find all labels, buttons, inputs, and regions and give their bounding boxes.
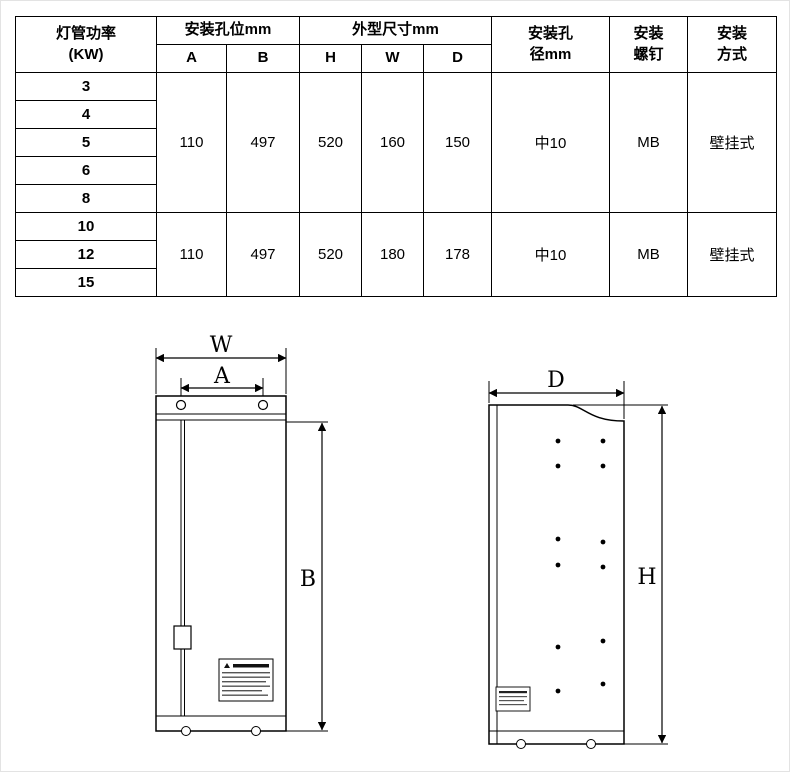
power-cell: 5 [15,128,157,157]
table-row: 3 110 497 520 160 150 中10 MB 壁挂式 [15,72,777,213]
warning-triangle-icon [224,663,230,668]
header-outer-dims: 外型尺寸mm [299,16,492,45]
power-cell: 4 [15,100,157,129]
dim-label-b: B [300,567,316,592]
power-cell: 12 [15,240,157,269]
value-cell-hole-dia: 中10 [491,72,610,213]
value-cell-method: 壁挂式 [687,212,777,297]
value-cell-a: 110 [156,72,227,213]
mount-hole-right [257,399,269,411]
dim-label-h: H [637,565,656,590]
header-col-a: A [156,44,227,73]
header-row-2: A B H W D [16,44,777,73]
header-col-b: B [226,44,300,73]
side-body-outline [488,404,625,745]
dim-label-d: D [547,369,565,393]
header-col-h: H [299,44,362,73]
side-base-cutout-right [586,739,596,749]
header-power-title: 灯管功率 [55,25,116,43]
power-cell: 8 [15,184,157,213]
value-cell-d: 150 [423,72,492,213]
power-cell: 10 [15,212,157,241]
table-row: 10 110 497 520 180 178 中10 MB 壁挂式 [15,212,777,297]
value-cell-screw: MB [609,72,688,213]
header-screw-line2: 螺钉 [633,45,664,63]
power-cell: 3 [15,72,157,101]
mount-hole-left [175,399,187,411]
base-cutout-right [251,726,261,736]
value-cell-w: 160 [361,72,424,213]
value-cell-d: 178 [423,212,492,297]
side-view-drawing: D H [488,369,668,749]
header-hole-dia-line1: 安装孔 [527,25,573,43]
value-cell-a: 110 [156,212,227,297]
technical-drawings: W A B [1,331,790,771]
dim-label-a: A [213,364,231,389]
power-cell: 15 [15,268,157,297]
header-method-line2: 方式 [716,45,747,63]
spec-table: 灯管功率 (KW) 安装孔位mm 外型尺寸mm 安装孔 径mm 安装 螺钉 安装… [15,16,777,297]
header-hole-dia: 安装孔 径mm [491,16,610,73]
front-panel-seams [156,413,286,717]
header-screw: 安装 螺钉 [609,16,688,73]
base-cutout-left [181,726,191,736]
warning-label [218,658,274,702]
front-latch [173,625,192,650]
value-cell-w: 180 [361,212,424,297]
dim-label-w: W [210,334,233,358]
value-cell-screw: MB [609,212,688,297]
header-hole-dia-line2: 径mm [529,45,572,63]
header-screw-line1: 安装 [633,25,664,43]
side-base-cutout-left [516,739,526,749]
side-mount-dots [555,438,606,694]
side-extension-lines [488,381,668,745]
header-col-w: W [361,44,424,73]
table-row: 4 [15,100,777,129]
header-col-d: D [423,44,492,73]
side-warning-label [495,686,531,712]
value-cell-method: 壁挂式 [687,72,777,213]
value-cell-hole-dia: 中10 [491,212,610,297]
value-cell-b: 497 [226,212,300,297]
header-mount-hole-pos: 安装孔位mm [156,16,300,45]
value-cell-h: 520 [299,212,362,297]
value-cell-h: 520 [299,72,362,213]
header-method: 安装 方式 [687,16,777,73]
table-row: 15 [15,268,777,297]
power-cell: 6 [15,156,157,185]
value-cell-b: 497 [226,72,300,213]
header-row-1: 灯管功率 (KW) 安装孔位mm 外型尺寸mm 安装孔 径mm 安装 螺钉 安装… [15,16,777,73]
header-power-unit: (KW) [68,45,104,63]
front-view-drawing: W A B [155,334,328,736]
header-power: 灯管功率 (KW) [15,16,157,73]
table-row: 12 [15,240,777,269]
header-method-line1: 安装 [716,25,747,43]
